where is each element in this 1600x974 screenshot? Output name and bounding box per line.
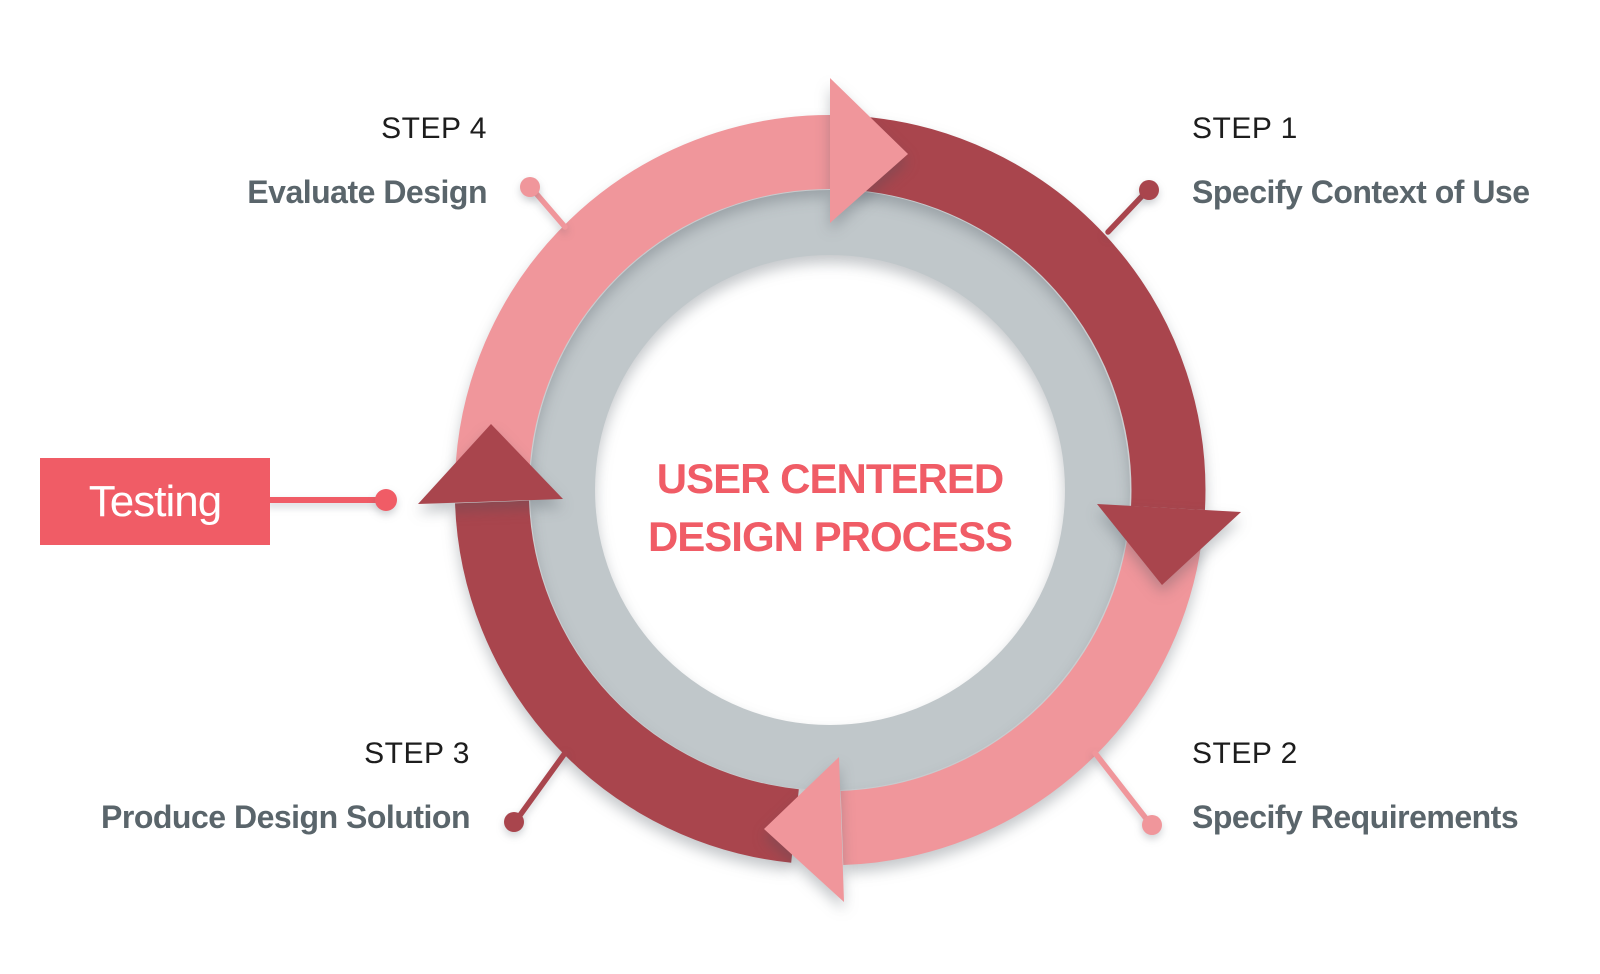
connector-step4-dot: [520, 177, 540, 197]
testing-tag: Testing: [40, 458, 270, 545]
step1-title: Specify Context of Use: [1192, 174, 1530, 210]
cycle-arcs: [455, 115, 1206, 865]
diagram-center-title-line2: DESIGN PROCESS: [647, 513, 1013, 560]
arrow-up-left-icon: [418, 424, 563, 504]
diagram-center-title-line1: USER CENTERED: [656, 455, 1004, 502]
connector-step3-dot: [504, 812, 524, 832]
connector-step1-dot: [1139, 180, 1159, 200]
step3-label: STEP 3: [364, 737, 470, 770]
connector-step4-line: [531, 188, 568, 230]
diagram-center-title: USER CENTERED DESIGN PROCESS: [605, 450, 1055, 566]
connector-step1-line: [1105, 190, 1148, 235]
connector-step2-dot: [1142, 815, 1162, 835]
step2-label: STEP 2: [1192, 737, 1298, 770]
connector-step3-line: [515, 750, 568, 821]
cycle-arrowheads: [418, 78, 1241, 902]
arc-bottom-left-dark: [455, 500, 800, 863]
arc-bottom-right-pink: [840, 531, 1202, 865]
arrow-left-bottom-icon: [764, 757, 844, 902]
step-connectors: [265, 177, 1162, 835]
arrow-down-right-icon: [1097, 504, 1241, 585]
arc-top-right-dark: [851, 116, 1206, 510]
step4-title: Evaluate Design: [247, 174, 487, 210]
testing-tag-label: Testing: [88, 476, 222, 526]
step4-label: STEP 4: [381, 112, 487, 145]
step3-title: Produce Design Solution: [101, 799, 470, 835]
connector-step2-line: [1092, 750, 1151, 824]
step1-label: STEP 1: [1192, 112, 1298, 145]
connector-testing-dot: [375, 489, 397, 511]
arrow-right-top-icon: [830, 78, 908, 223]
step2-title: Specify Requirements: [1192, 799, 1519, 835]
arc-top-left-pink: [455, 115, 831, 480]
